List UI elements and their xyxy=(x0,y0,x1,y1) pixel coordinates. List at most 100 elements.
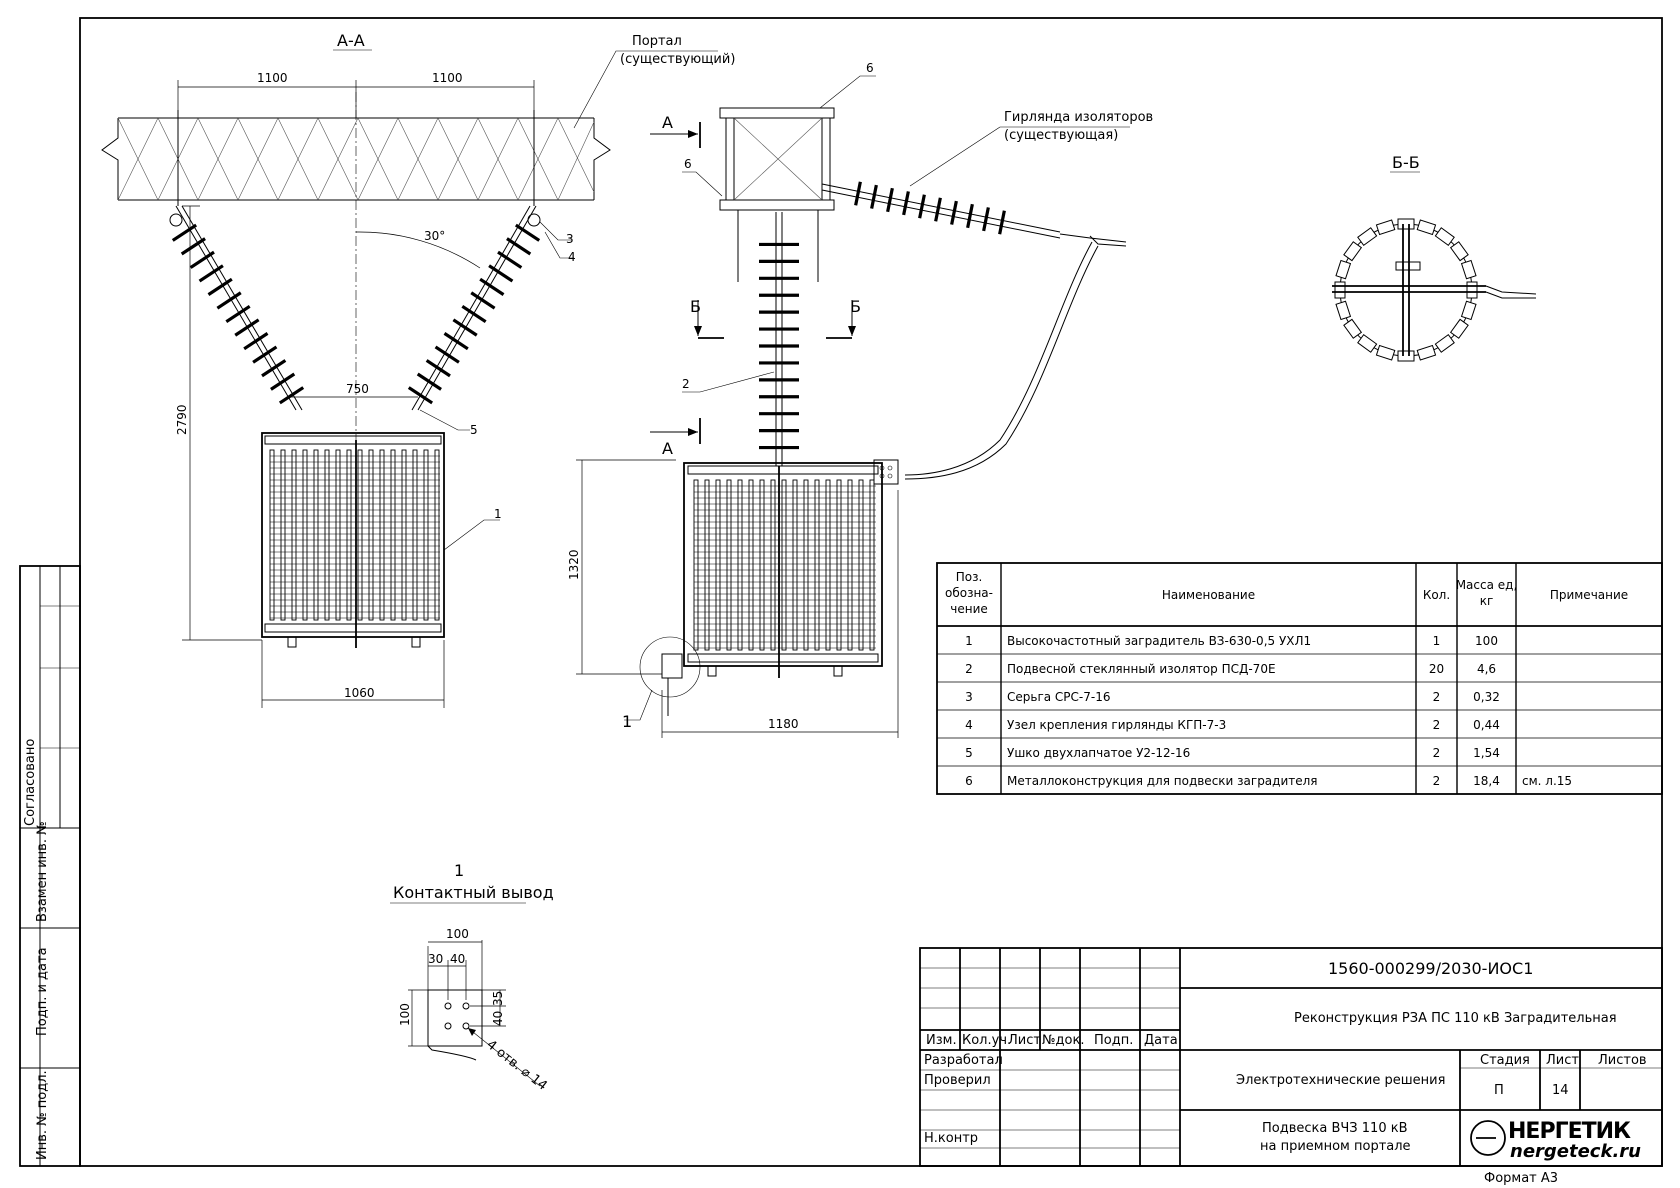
tb-listov-label: Листов xyxy=(1598,1053,1647,1068)
view-b-b: Б-Б xyxy=(1332,153,1537,362)
insulator-disc xyxy=(854,181,862,206)
spec-header-note: Примечание xyxy=(1550,588,1628,602)
section-a-bottom: А xyxy=(662,439,673,458)
coil-bar xyxy=(759,479,765,651)
spec-cell-mass: 100 xyxy=(1475,634,1498,648)
insulator-disc xyxy=(950,200,958,225)
spec-header-pos: обозна- xyxy=(945,586,993,600)
insulator-disc xyxy=(278,386,305,405)
ring-block xyxy=(1397,350,1415,362)
tb-section: Электротехнические решения xyxy=(1236,1073,1445,1088)
title-block: Изм. Кол.уч. Лист №док. Подп. Дата Разра… xyxy=(919,947,1663,1186)
dim-1100-right: 1100 xyxy=(432,71,463,85)
pos-5-label: 5 xyxy=(470,423,478,437)
tb-code: 1560-000299/2030-ИОС1 xyxy=(1328,959,1533,978)
insulator-disc xyxy=(261,359,287,378)
coil-bar xyxy=(357,449,363,621)
section-a-top: А xyxy=(662,113,673,132)
coil-bar xyxy=(269,449,275,621)
insulator-disc xyxy=(452,318,478,337)
coil-bar xyxy=(704,479,710,651)
coil-bar xyxy=(401,449,407,621)
spec-cell-qty: 2 xyxy=(1433,746,1441,760)
insulator-disc xyxy=(497,250,523,269)
ring-block xyxy=(1334,281,1346,299)
tb-stadia-label: Стадия xyxy=(1480,1053,1530,1068)
coil-bar xyxy=(302,449,308,621)
ring-block xyxy=(1449,241,1469,262)
coil-bar xyxy=(748,479,754,651)
insulator-disc xyxy=(902,191,910,216)
spec-cell-qty: 2 xyxy=(1433,718,1441,732)
contact-dim-40v: 40 xyxy=(491,1011,505,1026)
ring-block xyxy=(1397,218,1415,230)
metal-structure xyxy=(719,107,835,282)
tb-prov: Проверил xyxy=(924,1073,991,1088)
coil-bar xyxy=(324,449,330,621)
spec-cell-name: Серьга СРС-7-16 xyxy=(1007,690,1110,704)
spec-cell-mass: 4,6 xyxy=(1477,662,1496,676)
tb-stadia: П xyxy=(1494,1083,1504,1098)
ring-block xyxy=(1434,333,1455,353)
tb-nkontr: Н.контр xyxy=(924,1131,978,1146)
dim-1060: 1060 xyxy=(344,686,375,700)
spec-cell-qty: 1 xyxy=(1433,634,1441,648)
insulator-disc xyxy=(171,223,198,242)
spec-cell-note: см. л.15 xyxy=(1522,774,1572,788)
coil-bar xyxy=(291,449,297,621)
spec-header-pos: Поз. xyxy=(956,570,983,584)
wave-trap-side xyxy=(661,459,899,716)
ring-block xyxy=(1449,318,1469,339)
contact-dim-100h: 100 xyxy=(398,1003,412,1026)
dim-1180: 1180 xyxy=(768,717,799,731)
spec-cell-name: Металлоконструкция для подвески заградит… xyxy=(1007,774,1318,788)
side-replace: Взамен инв. № xyxy=(35,821,50,922)
tb-sheet-title-1: Подвеска ВЧЗ 110 кВ xyxy=(1262,1121,1408,1136)
coil-bar xyxy=(368,449,374,621)
pos-4-label: 4 xyxy=(568,250,576,264)
portal-label-1: Портал xyxy=(632,34,682,49)
coil-bar xyxy=(379,449,385,621)
dim-angle-30: 30° xyxy=(424,229,445,243)
ring-block xyxy=(1335,259,1352,280)
dim-750: 750 xyxy=(346,382,369,396)
spec-cell-pos: 6 xyxy=(965,774,973,788)
spec-cell-name: Высокочастотный заградитель ВЗ-630-0,5 У… xyxy=(1007,634,1311,648)
tb-razrab: Разработал xyxy=(924,1053,1003,1068)
portal-beam xyxy=(101,92,611,650)
tb-project: Реконструкция РЗА ПС 110 кВ Заградительн… xyxy=(1294,1011,1617,1026)
tb-col-list: Лист xyxy=(1008,1033,1041,1048)
insulator-disc xyxy=(407,386,434,405)
tb-format: Формат А3 xyxy=(1484,1171,1558,1186)
coil-bar xyxy=(346,449,352,621)
spec-header-mass: Масса ед, xyxy=(1456,578,1518,592)
coil-bar xyxy=(770,479,776,651)
insulator-disc xyxy=(934,197,942,222)
spec-cell-qty: 20 xyxy=(1429,662,1444,676)
ring-block xyxy=(1343,318,1363,339)
dim-1100-left: 1100 xyxy=(257,71,288,85)
coil-bar xyxy=(423,449,429,621)
insulator-discs-left xyxy=(171,223,305,405)
side-sign-date: Подп. и дата xyxy=(35,947,50,1036)
contact-dim-100w: 100 xyxy=(446,927,469,941)
insulator-disc xyxy=(918,194,926,219)
spec-cell-mass: 18,4 xyxy=(1473,774,1500,788)
coil-bar xyxy=(803,479,809,651)
insulator-string-vertical xyxy=(759,212,799,466)
insulator-disc xyxy=(443,332,469,351)
ring-block xyxy=(1466,281,1478,299)
view-a-a: А-А 1100 1100 Портал (существующий) 30° xyxy=(101,31,735,708)
tb-col-ndok: №док. xyxy=(1042,1033,1084,1048)
ring-block xyxy=(1460,300,1477,321)
existing-garland xyxy=(821,181,1127,247)
ring-block xyxy=(1460,259,1477,280)
insulator-disc xyxy=(488,264,514,283)
ring-block xyxy=(1343,241,1363,262)
coil-bar xyxy=(434,449,440,621)
portal-label-2: (существующий) xyxy=(620,52,735,67)
side-stamp: Согласовано Взамен инв. № Подп. и дата И… xyxy=(19,565,81,1167)
tb-list: 14 xyxy=(1552,1083,1569,1098)
